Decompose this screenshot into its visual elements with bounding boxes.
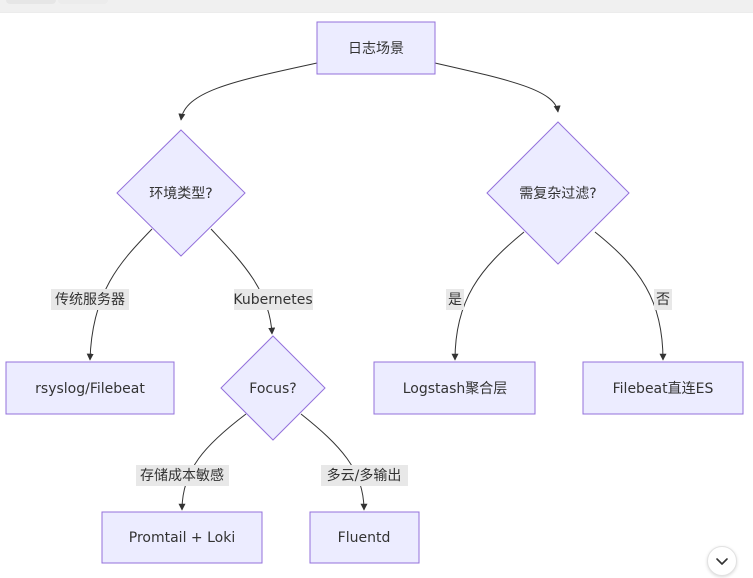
tab-chip[interactable] [58,0,108,4]
svg-text:存储成本敏感: 存储成本敏感 [140,467,224,484]
svg-text:多云/多输出: 多云/多输出 [327,467,402,484]
edge-filter-filebeat [594,231,667,361]
svg-text:rsyslog/Filebeat: rsyslog/Filebeat [35,381,145,397]
node-root[interactable]: 日志场景 [316,21,436,75]
edge-label-kubernetes: Kubernetes [233,289,313,310]
chevron-down-icon [716,558,728,565]
svg-text:Filebeat直连ES: Filebeat直连ES [613,380,714,397]
edge-env-rsyslog [86,228,153,361]
collapse-button[interactable] [707,546,737,576]
node-focus[interactable]: Focus? [220,335,326,441]
svg-text:否: 否 [656,292,670,308]
edge-label-traditional: 传统服务器 [51,289,129,310]
svg-text:环境类型?: 环境类型? [149,186,212,202]
edge-focus-fluentd [300,413,368,511]
node-rsyslog[interactable]: rsyslog/Filebeat [5,361,175,415]
edge-label-cost: 存储成本敏感 [136,465,229,486]
node-filebeat-es[interactable]: Filebeat直连ES [582,361,744,415]
edge-label-multi: 多云/多输出 [321,465,408,486]
top-strip [0,0,753,12]
edge-root-filter [434,62,561,113]
edge-label-yes: 是 [446,289,464,310]
svg-text:是: 是 [448,292,462,308]
node-logstash[interactable]: Logstash聚合层 [373,361,536,415]
svg-text:Kubernetes: Kubernetes [233,292,312,308]
svg-text:Promtail + Loki: Promtail + Loki [129,530,235,546]
edge-env-focus [210,228,276,335]
node-filter[interactable]: 需复杂过滤? [486,121,630,265]
node-promtail[interactable]: Promtail + Loki [101,511,263,564]
svg-text:传统服务器: 传统服务器 [55,292,125,308]
node-env-type[interactable]: 环境类型? [116,129,246,257]
svg-text:Focus?: Focus? [249,381,296,397]
tab-chip[interactable] [6,0,56,4]
svg-text:Logstash聚合层: Logstash聚合层 [403,381,508,397]
edge-label-no: 否 [654,289,672,310]
edge-focus-promtail [178,413,247,511]
svg-text:需复杂过滤?: 需复杂过滤? [519,185,596,202]
node-fluentd[interactable]: Fluentd [309,511,420,564]
edge-root-env [178,62,318,121]
edge-filter-logstash [451,231,525,361]
svg-text:Fluentd: Fluentd [338,530,391,546]
svg-text:日志场景: 日志场景 [348,41,404,57]
